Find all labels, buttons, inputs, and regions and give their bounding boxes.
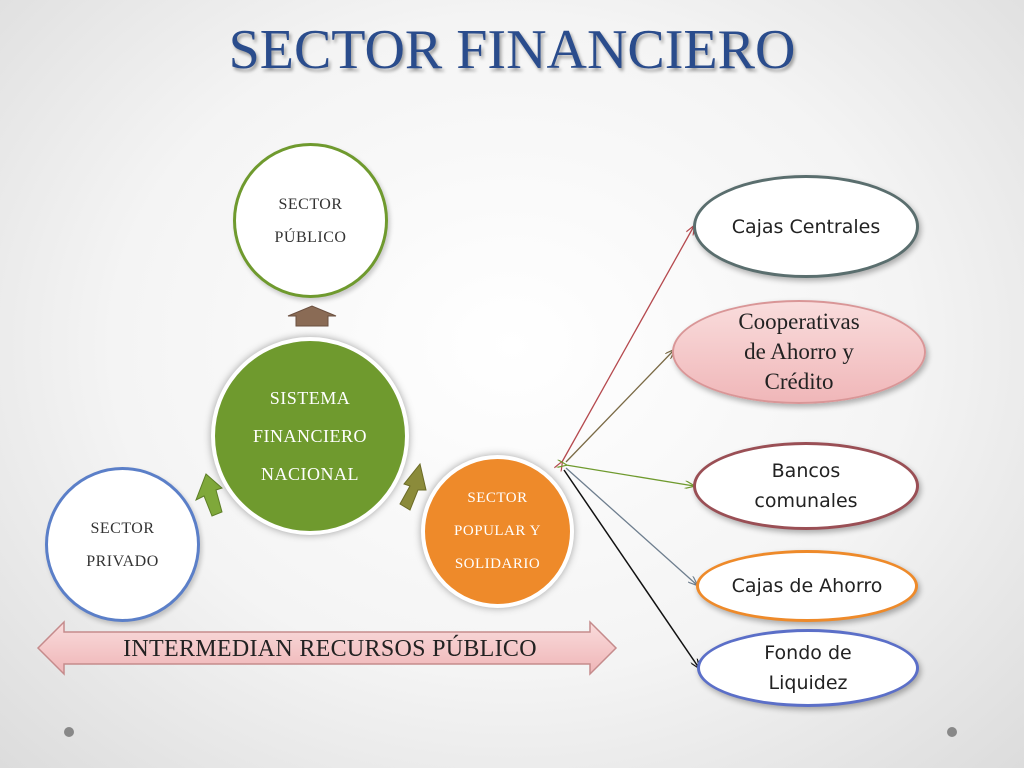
entity-label: Fondo de <box>764 642 852 664</box>
center-line3: NACIONAL <box>261 464 359 484</box>
entity-cajas-de-ahorro: Cajas de Ahorro <box>696 550 918 622</box>
entity-label: comunales <box>754 490 858 512</box>
connector-cajas-centrales <box>562 226 694 462</box>
up-arrow-publico <box>287 305 337 327</box>
sector-publico-line2: PÚBLICO <box>274 228 347 246</box>
entity-label: Bancos <box>771 460 841 482</box>
fan-out-connectors <box>562 226 699 668</box>
connector-fondo-liquidez <box>563 469 699 668</box>
sistema-financiero-nacional-node: SISTEMA FINANCIERO NACIONAL <box>211 337 409 535</box>
entity-label: Cajas de Ahorro <box>731 575 883 597</box>
right-arrow-popular <box>399 462 427 511</box>
sector-popular-line3: SOLIDARIO <box>454 556 541 572</box>
entity-fondo-de-liquidez: Fondo de Liquidez <box>697 629 919 707</box>
entity-label: de Ahorro y <box>744 339 854 364</box>
sector-privado-node: SECTOR PRIVADO <box>45 467 200 622</box>
banner-label: INTERMEDIAN RECURSOS PÚBLICO <box>123 636 537 662</box>
entity-cajas-centrales: Cajas Centrales <box>693 175 919 278</box>
page-title: SECTOR FINANCIERO <box>228 19 796 81</box>
nav-dot-left[interactable] <box>64 727 74 737</box>
banner-arrow <box>36 620 618 676</box>
connector-cajas-ahorro <box>565 467 697 585</box>
center-line2: FINANCIERO <box>252 426 367 446</box>
entity-cooperativas: Cooperativas de Ahorro y Crédito <box>672 300 926 404</box>
left-arrow-privado <box>195 473 223 517</box>
entity-label: Cajas Centrales <box>731 215 881 238</box>
center-line1: SISTEMA <box>269 388 351 408</box>
connector-bancos <box>566 465 694 486</box>
sector-publico-line1: SECTOR <box>278 195 343 213</box>
sector-privado-line2: PRIVADO <box>86 552 159 570</box>
connector-cooperativas <box>565 350 674 463</box>
sector-popular-line2: POPULAR Y <box>454 523 541 539</box>
sector-publico-node: SECTOR PÚBLICO <box>233 143 388 298</box>
sector-privado-line1: SECTOR <box>90 519 155 537</box>
entity-bancos-comunales: Bancos comunales <box>693 442 919 530</box>
sector-popular-node: SECTOR POPULAR Y SOLIDARIO <box>421 455 574 608</box>
entity-label: Crédito <box>764 369 834 394</box>
nav-dot-right[interactable] <box>947 727 957 737</box>
entity-label: Liquidez <box>768 672 848 694</box>
sector-popular-line1: SECTOR <box>467 490 528 506</box>
entity-label: Cooperativas <box>738 309 860 334</box>
